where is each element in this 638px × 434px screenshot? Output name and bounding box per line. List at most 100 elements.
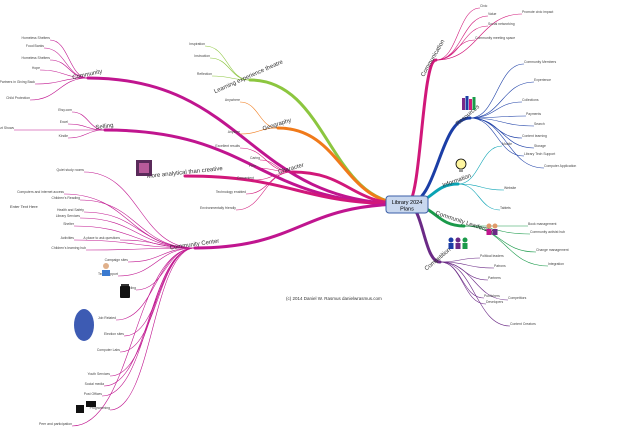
sub-label-character-3[interactable]: Convenient xyxy=(237,176,254,180)
sub-label-center-17[interactable]: Post Offices xyxy=(84,392,103,396)
podium-icon xyxy=(76,400,96,413)
sub-label-leadership-3[interactable]: Integration xyxy=(548,262,564,266)
jobs-cluster-icon xyxy=(66,293,96,353)
sub-label-geo-1[interactable]: Anytime xyxy=(228,130,240,134)
sub-label-sell-2[interactable]: Kindle xyxy=(59,134,69,138)
sub-label-leadership-0[interactable]: Book management xyxy=(528,222,557,226)
sub-label-sell-3[interactable]: Sell Prints on Local Art Shows xyxy=(0,126,14,130)
sub-label-competition-3[interactable]: Publishers xyxy=(484,294,500,298)
sub-label-character-1[interactable]: Caring xyxy=(250,156,260,160)
center-topic-box[interactable] xyxy=(385,195,429,214)
sub-label-community-2[interactable]: Homeless Shelters xyxy=(22,56,51,60)
sub-label-center-6[interactable]: Activities xyxy=(61,236,75,240)
sub-label-resources-0[interactable]: Community Members xyxy=(524,60,557,64)
sub-label-communication-4[interactable]: Promote civic impact xyxy=(522,10,553,14)
branch-label-learning[interactable]: Learning experience theatre xyxy=(213,59,284,95)
sub-label-character-4[interactable]: Technology enabled xyxy=(216,190,246,194)
sub-label-center-4[interactable]: Library Services xyxy=(56,214,81,218)
sub-label-leadership-2[interactable]: Change management xyxy=(536,248,569,252)
sub-label-center-3[interactable]: Health and Safety xyxy=(57,208,84,212)
sub-line-learning-2 xyxy=(211,75,251,81)
sub-line-center-10 xyxy=(117,247,196,277)
sub-label-center-8[interactable]: A place to ask questions xyxy=(83,236,120,240)
branch-label-geo[interactable]: Geography xyxy=(262,118,292,133)
sub-label-leadership-1[interactable]: Community activist hub xyxy=(530,230,565,234)
sub-line-leadership-3 xyxy=(463,225,549,267)
sub-label-resources-7[interactable]: Library Tech Support xyxy=(524,152,555,156)
sub-line-sell-0 xyxy=(71,111,106,131)
sub-label-sell-0[interactable]: Etsy.com xyxy=(58,108,72,112)
sub-label-resources-6[interactable]: Storage xyxy=(534,144,546,148)
center-topic-subtitle: Plans xyxy=(400,207,414,213)
sub-label-community-0[interactable]: Homeless Shelters xyxy=(22,36,51,40)
sub-label-information-0[interactable]: Mobile xyxy=(502,142,512,146)
sub-label-communication-1[interactable]: Value xyxy=(488,12,497,16)
sub-label-communication-3[interactable]: Community meeting space xyxy=(475,36,515,40)
sub-label-information-1[interactable]: Website xyxy=(504,186,516,190)
sub-label-character-0[interactable]: Excellent results xyxy=(215,144,240,148)
sub-label-center-19[interactable]: Peer and participation xyxy=(39,422,72,426)
sub-line-competition-6 xyxy=(439,261,511,327)
sub-label-community-3[interactable]: Hope xyxy=(32,66,40,70)
sub-line-communication-0 xyxy=(435,7,481,61)
sub-label-learning-1[interactable]: Instruction xyxy=(194,54,210,58)
sub-label-center-0[interactable]: Quiet study rooms xyxy=(56,168,84,172)
sub-label-competition-4[interactable]: Developers xyxy=(486,300,503,304)
sub-label-communication-0[interactable]: Civic xyxy=(480,4,488,8)
sub-label-resources-5[interactable]: Content learning xyxy=(522,134,547,138)
sub-label-competition-2[interactable]: Partners xyxy=(488,276,501,280)
sub-label-character-5[interactable]: Environmentally friendly xyxy=(200,206,236,210)
sub-label-resources-1[interactable]: Experience xyxy=(534,78,551,82)
book-cover-icon xyxy=(136,160,152,176)
sub-label-center-15[interactable]: Youth Services xyxy=(88,372,111,376)
sub-line-geo-1 xyxy=(239,127,279,135)
sub-label-competition-1[interactable]: Patrons xyxy=(494,264,506,268)
sub-label-center-13[interactable]: Election sites xyxy=(104,332,124,336)
sub-label-community-4[interactable]: Partners in Giving Back xyxy=(0,80,35,84)
sub-line-information-1 xyxy=(457,183,505,191)
sub-line-center-0 xyxy=(83,171,196,249)
sub-label-resources-3[interactable]: Payments xyxy=(526,112,541,116)
sub-line-leadership-2 xyxy=(463,225,537,253)
branch-label-center[interactable]: Community Center xyxy=(169,239,219,252)
sub-label-center-12[interactable]: Job Related xyxy=(98,316,116,320)
sub-label-center-14[interactable]: Computer Labs xyxy=(97,348,120,352)
sub-label-competition-5[interactable]: Competitors xyxy=(508,296,527,300)
sub-label-resources-4[interactable]: Search xyxy=(534,122,545,126)
sub-label-center-5[interactable]: Shelter xyxy=(63,222,75,226)
sub-label-information-2[interactable]: Tablets xyxy=(500,206,511,210)
sub-line-communication-4 xyxy=(435,13,523,61)
sub-label-learning-0[interactable]: Inspiration xyxy=(189,42,205,46)
center-topic-title: Library 2024 xyxy=(392,200,423,206)
sub-label-communication-2[interactable]: Social networking xyxy=(488,22,515,26)
sub-line-community-0 xyxy=(49,39,89,79)
sub-label-center-7[interactable]: Children's learning hub xyxy=(51,246,86,250)
sub-label-center-18[interactable]: Programming xyxy=(90,406,110,410)
copyright-text: (c) 2014 Daniel W. Rasmus danielwrasmus.… xyxy=(286,296,382,301)
sub-label-center-16[interactable]: Social media xyxy=(85,382,105,386)
sub-label-community-5[interactable]: Child Protection xyxy=(6,96,30,100)
center-topic[interactable]: Library 2024 Plans xyxy=(385,195,429,214)
sub-line-center-3 xyxy=(83,211,196,249)
sub-label-competition-6[interactable]: Content Creators xyxy=(510,322,536,326)
sub-label-center-1[interactable]: Computers and internet access xyxy=(17,190,64,194)
side-note: Enter Text Here xyxy=(10,204,38,209)
sub-label-character-2[interactable]: Free xyxy=(249,164,256,168)
sub-line-competition-0 xyxy=(439,257,481,263)
branch-label-sell[interactable]: Selling xyxy=(95,123,114,131)
sub-label-sell-1[interactable]: Excel xyxy=(60,120,69,124)
sub-label-community-1[interactable]: Food Banks xyxy=(26,44,44,48)
sub-line-community-5 xyxy=(29,77,89,101)
sub-line-center-7 xyxy=(85,247,196,251)
sub-label-learning-2[interactable]: Reflection xyxy=(197,72,212,76)
sub-label-center-9[interactable]: Campaign sites xyxy=(105,258,129,262)
sub-label-resources-2[interactable]: Collections xyxy=(522,98,539,102)
sub-line-geo-0 xyxy=(239,101,279,129)
sub-label-competition-0[interactable]: Political leaders xyxy=(480,254,504,258)
sub-label-center-2[interactable]: Children's Reading xyxy=(51,196,80,200)
sub-label-resources-8[interactable]: Computer Application xyxy=(544,164,576,168)
sub-label-geo-0[interactable]: Anywhere xyxy=(225,98,240,102)
